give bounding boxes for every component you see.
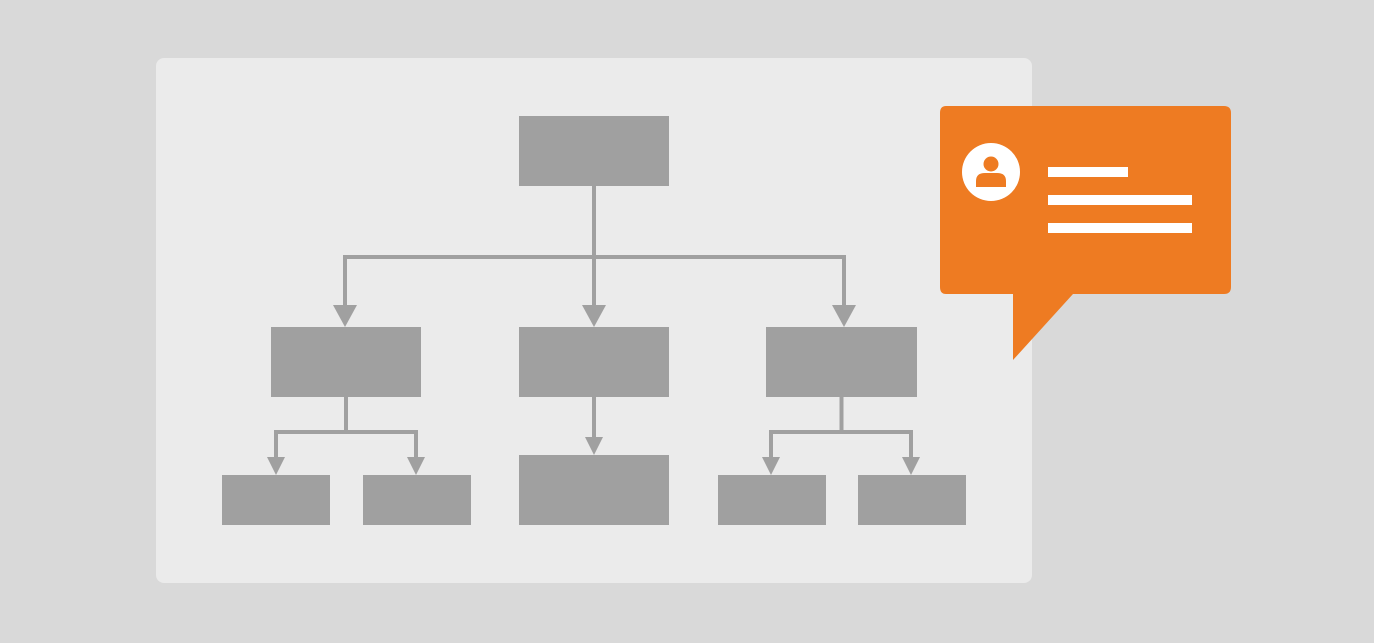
comment-text-line-2 [1048,195,1192,205]
comment-text-lines [1048,167,1192,233]
org-node-level1-1 [271,327,421,397]
connector-arrow-level2-3-2 [902,457,920,475]
org-node-level2-1-2 [363,475,471,525]
comment-text-line-1 [1048,167,1128,177]
connector-arrow-level2-3-1 [762,457,780,475]
org-node-level2-2-1 [519,455,669,525]
connector-arrow-level1-3 [832,305,856,327]
connector-arrow-level1-1 [333,305,357,327]
org-node-root [519,116,669,186]
org-chart-nodes [222,116,966,525]
connector-level1-3-bus [769,430,913,460]
connector-root-bus [343,255,846,310]
org-node-level2-3-2 [858,475,966,525]
user-avatar-body [976,173,1006,187]
connector-arrow-level2-2-1 [585,437,603,455]
connector-arrow-level2-1-2 [407,457,425,475]
org-node-level1-3 [766,327,917,397]
comment-text-line-3 [1048,223,1192,233]
connector-lines [267,186,920,475]
connector-arrow-level2-1-1 [267,457,285,475]
org-node-level2-3-1 [718,475,826,525]
org-node-level1-2 [519,327,669,397]
comment-bubble [940,106,1231,360]
user-avatar-head [983,156,999,172]
connector-arrow-level1-2 [582,305,606,327]
user-icon [962,143,1020,201]
user-avatar-circle [962,143,1020,201]
connector-level1-1-bus [274,430,418,460]
org-node-level2-1-1 [222,475,330,525]
